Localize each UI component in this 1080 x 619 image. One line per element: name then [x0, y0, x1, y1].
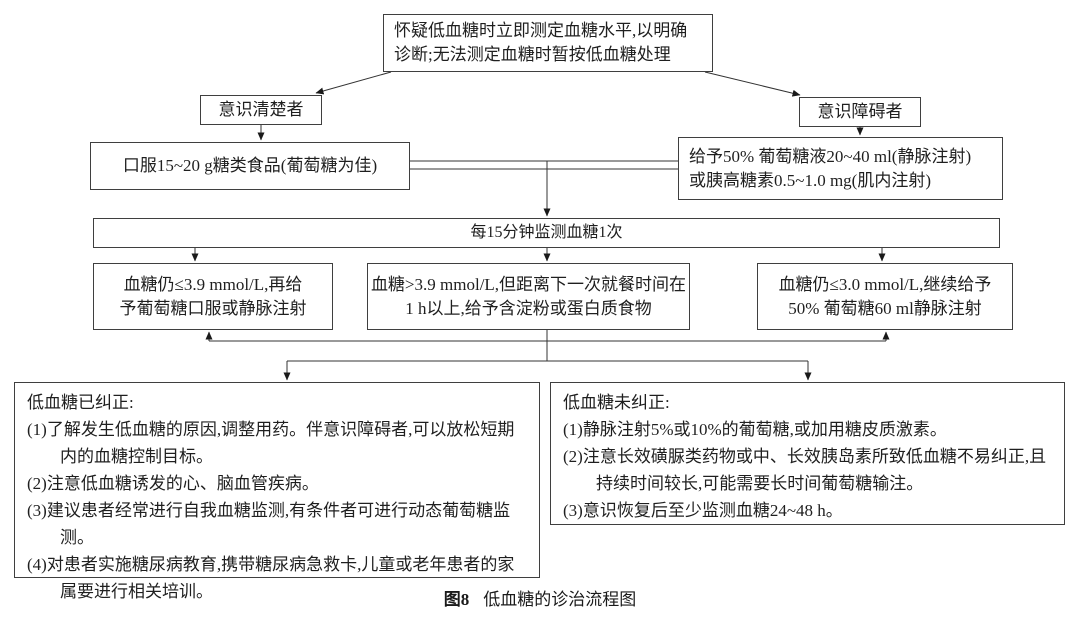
- corrected-title: 低血糖已纠正:: [27, 393, 134, 412]
- result-recovered-line1: 血糖>3.9 mmol/L,但距离下一次就餐时间在: [370, 274, 687, 294]
- iv-glucose-box: 给予50% 葡萄糖液20~40 ml(静脉注射) 或胰高糖素0.5~1.0 mg…: [678, 137, 1003, 200]
- corrected-item-4: (4)对患者实施糖尿病教育,携带糖尿病急救卡,儿童或老年患者的家属要进行相关培训…: [27, 555, 515, 601]
- result-very-low-line2: 50% 葡萄糖60 ml静脉注射: [788, 298, 982, 318]
- hypoglycemia-uncorrected-box: 低血糖未纠正: (1)静脉注射5%或10%的葡萄糖,或加用糖皮质激素。 (2)注…: [550, 382, 1065, 525]
- result-very-low-line1: 血糖仍≤3.0 mmol/L,继续给予: [778, 274, 992, 294]
- suspected-hypoglycemia-line2: 诊断;无法测定血糖时暂按低血糖处理: [394, 45, 671, 64]
- figure-caption-label: 图8: [443, 590, 470, 609]
- impaired-consciousness-label: 意识障碍者: [817, 102, 903, 121]
- impaired-consciousness-label-box: 意识障碍者: [799, 97, 921, 127]
- iv-glucose-line1: 给予50% 葡萄糖液20~40 ml(静脉注射): [689, 146, 972, 166]
- corrected-item-1: (1)了解发生低血糖的原因,调整用药。伴意识障碍者,可以放松短期内的血糖控制目标…: [27, 420, 515, 466]
- suspected-hypoglycemia-line1: 怀疑低血糖时立即测定血糖水平,以明确: [394, 21, 688, 40]
- figure-caption-title: 低血糖的诊治流程图: [483, 590, 637, 609]
- corrected-item-2: (2)注意低血糖诱发的心、脑血管疾病。: [27, 474, 319, 493]
- hypoglycemia-corrected-box: 低血糖已纠正: (1)了解发生低血糖的原因,调整用药。伴意识障碍者,可以放松短期…: [14, 382, 540, 601]
- conscious-label: 意识清楚者: [218, 100, 304, 119]
- monitor-every-15min-box: 每15分钟监测血糖1次: [93, 218, 1000, 248]
- result-still-low-line1: 血糖仍≤3.9 mmol/L,再给: [123, 274, 303, 294]
- uncorrected-item-1: (1)静脉注射5%或10%的葡萄糖,或加用糖皮质激素。: [563, 420, 947, 439]
- uncorrected-title: 低血糖未纠正:: [563, 393, 670, 412]
- result-recovered-box: 血糖>3.9 mmol/L,但距离下一次就餐时间在 1 h以上,给予含淀粉或蛋白…: [367, 263, 690, 330]
- uncorrected-item-3: (3)意识恢复后至少监测血糖24~48 h。: [563, 501, 843, 520]
- conscious-label-box: 意识清楚者: [200, 95, 322, 125]
- uncorrected-item-2: (2)注意长效磺脲类药物或中、长效胰岛素所致低血糖不易纠正,且持续时间较长,可能…: [563, 447, 1047, 493]
- suspected-hypoglycemia-box: 怀疑低血糖时立即测定血糖水平,以明确 诊断;无法测定血糖时暂按低血糖处理: [383, 14, 713, 72]
- result-very-low-box: 血糖仍≤3.0 mmol/L,继续给予 50% 葡萄糖60 ml静脉注射: [757, 263, 1013, 330]
- monitor-every-15min-text: 每15分钟监测血糖1次: [470, 224, 623, 241]
- oral-glucose-box: 口服15~20 g糖类食品(葡萄糖为佳): [90, 142, 410, 190]
- result-still-low-line2: 予葡萄糖口服或静脉注射: [119, 298, 307, 318]
- iv-glucose-line2: 或胰高糖素0.5~1.0 mg(肌内注射): [689, 170, 931, 190]
- result-recovered-line2: 1 h以上,给予含淀粉或蛋白质食物: [405, 298, 652, 318]
- corrected-item-3: (3)建议患者经常进行自我血糖监测,有条件者可进行动态葡萄糖监测。: [27, 501, 511, 547]
- oral-glucose-text: 口服15~20 g糖类食品(葡萄糖为佳): [122, 156, 378, 175]
- figure-caption: 图8 低血糖的诊治流程图: [0, 585, 1080, 610]
- result-still-low-box: 血糖仍≤3.9 mmol/L,再给 予葡萄糖口服或静脉注射: [93, 263, 333, 330]
